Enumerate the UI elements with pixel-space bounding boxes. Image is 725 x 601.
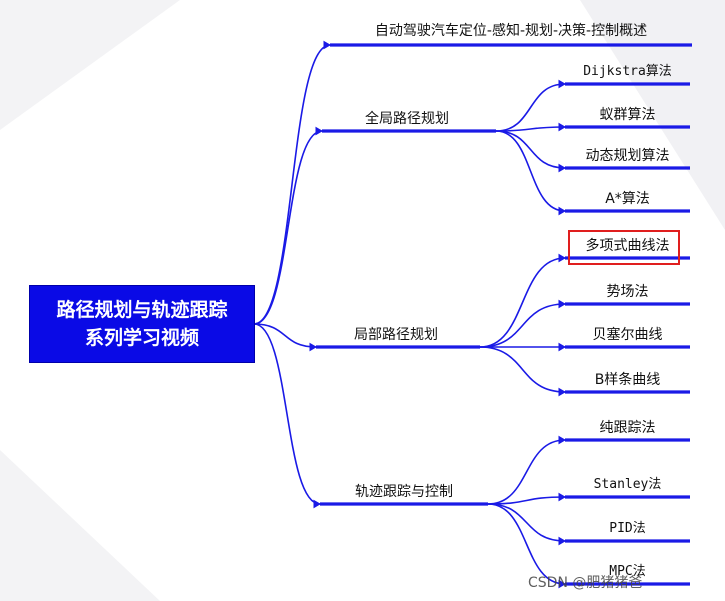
connector-tracking-to-mpc-arrowhead [558,579,566,589]
connector-local-to-potential-field [479,303,566,348]
connector-tracking-to-pure-pursuit [487,439,566,505]
connector-global-to-dijkstra [495,83,566,132]
leaf-dynamic-programming[interactable]: 动态规划算法 [585,148,670,164]
connector-global-to-dijkstra-arrowhead [558,79,566,89]
leaf-dijkstra[interactable]: Dijkstra算法 [583,64,672,79]
branch-label-global-path-planning[interactable]: 全局路径规划 [365,111,449,127]
connector-tracking-to-mpc [487,503,566,585]
leaf-stanley[interactable]: Stanley法 [593,477,662,492]
connector-tracking-to-pid-arrowhead [558,536,566,546]
connector-tracking-to-pid [487,503,566,542]
connector-tracking-to-stanley-arrowhead [558,492,566,502]
connector-root-to-global-arrowhead [315,126,323,136]
branch-label-trajectory-tracking-control[interactable]: 轨迹跟踪与控制 [355,484,453,500]
leaf-b-spline-curve[interactable]: B样条曲线 [594,372,661,388]
connector-root-to-local-arrowhead [309,342,317,352]
connector-local-to-b-spline-curve [479,346,566,393]
connector-local-to-bezier-curve-arrowhead [558,342,566,352]
leaf-pure-pursuit[interactable]: 纯跟踪法 [599,420,656,436]
connector-global-to-a-star-arrowhead [558,206,566,216]
connector-root-to-local [253,323,317,348]
leaf-bezier-curve[interactable]: 贝塞尔曲线 [592,327,663,343]
leaf-mpc[interactable]: MPC法 [609,564,646,579]
connector-global-to-dynamic-programming [495,130,566,169]
connector-root-to-overview [253,44,331,325]
connector-global-to-dynamic-programming-arrowhead [558,163,566,173]
branch-label-overview[interactable]: 自动驾驶汽车定位-感知-规划-决策-控制概述 [374,23,648,39]
connector-root-to-global [253,130,323,325]
leaf-pid[interactable]: PID法 [609,521,646,536]
connector-local-to-polynomial-curve [479,257,566,348]
branch-label-local-path-planning[interactable]: 局部路径规划 [354,327,438,343]
connector-tracking-to-stanley [487,496,566,505]
connector-root-to-overview-arrowhead [323,40,331,50]
connector-local-to-potential-field-arrowhead [558,299,566,309]
watermark: CSDN @肥猪猪爸 [528,575,643,591]
leaf-ant-colony[interactable]: 蚁群算法 [599,107,656,123]
leaf-a-star[interactable]: A*算法 [605,191,650,207]
highlight-box [568,230,680,265]
leaf-potential-field[interactable]: 势场法 [606,284,649,300]
connector-global-to-a-star [495,130,566,212]
root-title-line2: 系列学习视频 [84,327,199,349]
connector-tracking-to-pure-pursuit-arrowhead [558,435,566,445]
connector-local-to-polynomial-curve-arrowhead [558,253,566,263]
connector-global-to-ant-colony-arrowhead [558,122,566,132]
connector-root-to-tracking-arrowhead [313,499,321,509]
root-node[interactable]: 路径规划与轨迹跟踪 系列学习视频 [30,286,254,362]
connector-root-to-tracking [253,323,321,505]
root-title-line1: 路径规划与轨迹跟踪 [56,299,228,321]
leaf-polynomial-curve[interactable]: 多项式曲线法 [585,238,670,254]
connector-local-to-b-spline-curve-arrowhead [558,387,566,397]
connector-global-to-ant-colony [495,126,566,132]
